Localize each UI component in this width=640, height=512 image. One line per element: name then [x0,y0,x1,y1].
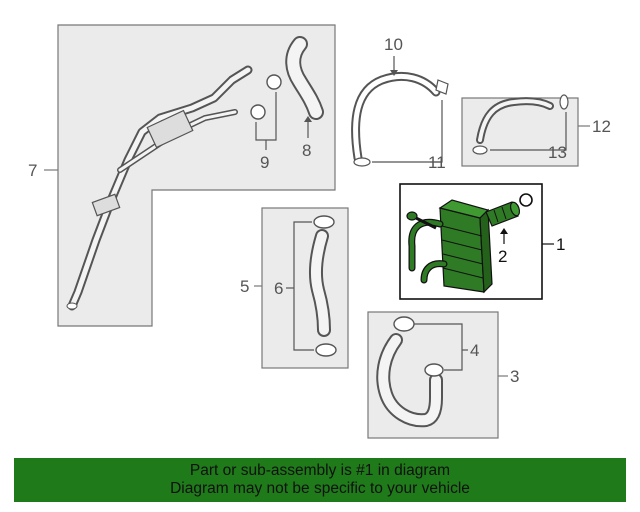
callout-8: 8 [302,141,311,160]
clamp-4-lower [424,363,444,377]
callout-6: 6 [274,279,283,298]
clamp-11-upper [435,79,449,95]
callout-3: 3 [510,367,519,386]
clamp-4-upper [393,316,415,332]
clamp-9-lower [250,104,266,120]
callout-5: 5 [240,277,249,296]
pipe-bracket [146,109,194,149]
callout-9: 9 [260,153,269,172]
callout-2: 2 [498,247,507,266]
o-ring [519,193,533,207]
callout-12: 12 [592,117,611,136]
panel-filler-pipe: 7 9 8 [28,24,336,327]
clamp-6-upper [313,215,335,229]
callout-13: 13 [548,143,567,162]
callout-4: 4 [470,341,479,360]
clamp-6-lower [315,343,337,357]
callout-10: 10 [384,35,403,54]
callout-1: 1 [556,235,565,254]
panel-oil-cooler: 2 1 [399,183,565,300]
panel-hose-5: 6 5 [240,207,349,369]
parts-diagram: 7 9 8 10 11 12 13 [28,24,611,439]
group-hose-10: 10 11 [351,35,449,172]
clamp-11-lower [353,157,371,167]
banner-line-1: Part or sub-assembly is #1 in diagram [189,462,451,479]
pipe-clip [91,193,121,217]
panel-hose-12: 12 13 [461,94,611,167]
clamp-13-upper [559,94,569,110]
info-banner: Part or sub-assembly is #1 in diagram Di… [14,458,626,502]
clamp-13-lower [472,145,488,155]
clamp-9-upper [266,74,282,90]
fitting-2 [485,201,521,227]
callout-7: 7 [28,161,37,180]
callout-11: 11 [428,153,446,172]
oil-cooler [406,199,493,294]
banner-line-2: Diagram may not be specific to your vehi… [170,480,470,497]
panel-hose-3: 4 3 [367,311,519,439]
